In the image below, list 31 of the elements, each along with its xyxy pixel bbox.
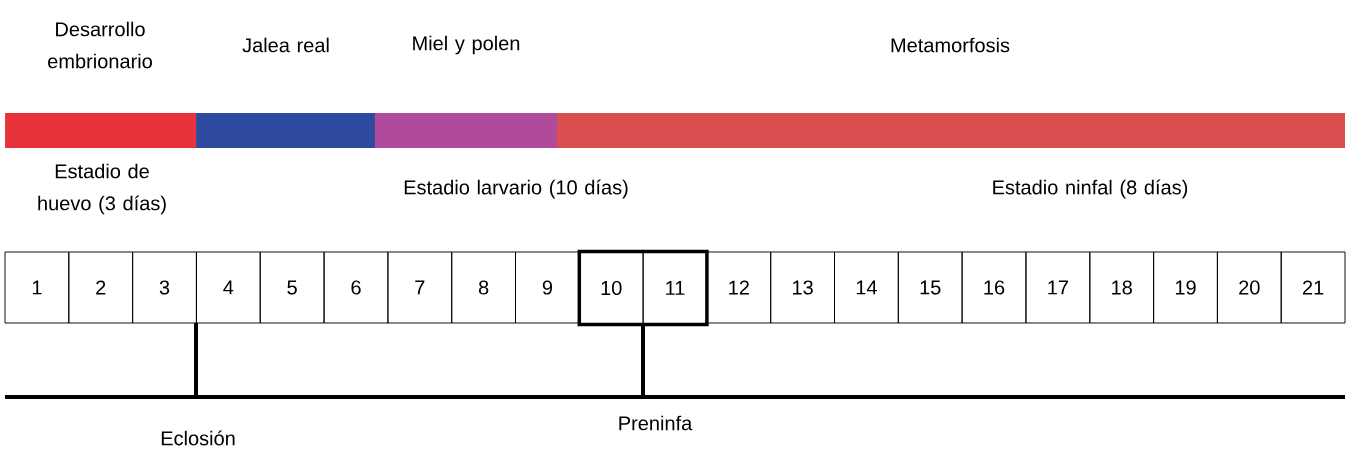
stage-heading: Miel y polen (413, 35, 520, 55)
day-cell: 17 (1025, 251, 1091, 324)
day-cell: 15 (897, 251, 963, 324)
day-cell: 2 (68, 251, 134, 324)
stage-heading: Jalea real (242, 37, 329, 53)
day-cell: 4 (195, 251, 261, 324)
stage-label: Estadio de huevo (3 días) (38, 163, 166, 215)
day-cell: 18 (1089, 251, 1155, 324)
day-cell: 10 (578, 252, 644, 324)
day-cell: 11 (642, 252, 708, 324)
stage-label: Estadio ninfal (8 días) (993, 179, 1188, 199)
day-cell: 6 (323, 251, 389, 324)
day-cell: 1 (4, 251, 70, 324)
event-label: Eclosión (161, 430, 235, 446)
stage-heading: Desarrollo embrionario (48, 21, 152, 69)
day-cell: 9 (515, 251, 580, 324)
day-cell: 14 (834, 251, 899, 324)
event-label: Preninfa (619, 415, 693, 431)
day-cell: 7 (387, 251, 453, 324)
highlight-box (577, 249, 709, 327)
day-cell: 16 (961, 251, 1027, 324)
day-cell: 3 (132, 251, 197, 324)
day-cell: 5 (259, 251, 325, 324)
day-cell: 21 (1280, 251, 1346, 324)
day-cell: 13 (770, 251, 835, 324)
day-cell: 12 (706, 251, 772, 324)
stage-label: Estadio larvario (10 días) (404, 179, 628, 199)
day-cell: 8 (451, 251, 516, 324)
day-cell: 19 (1153, 251, 1218, 324)
stage-heading: Metamorfosis (891, 37, 1010, 53)
day-cell: 20 (1216, 251, 1282, 324)
